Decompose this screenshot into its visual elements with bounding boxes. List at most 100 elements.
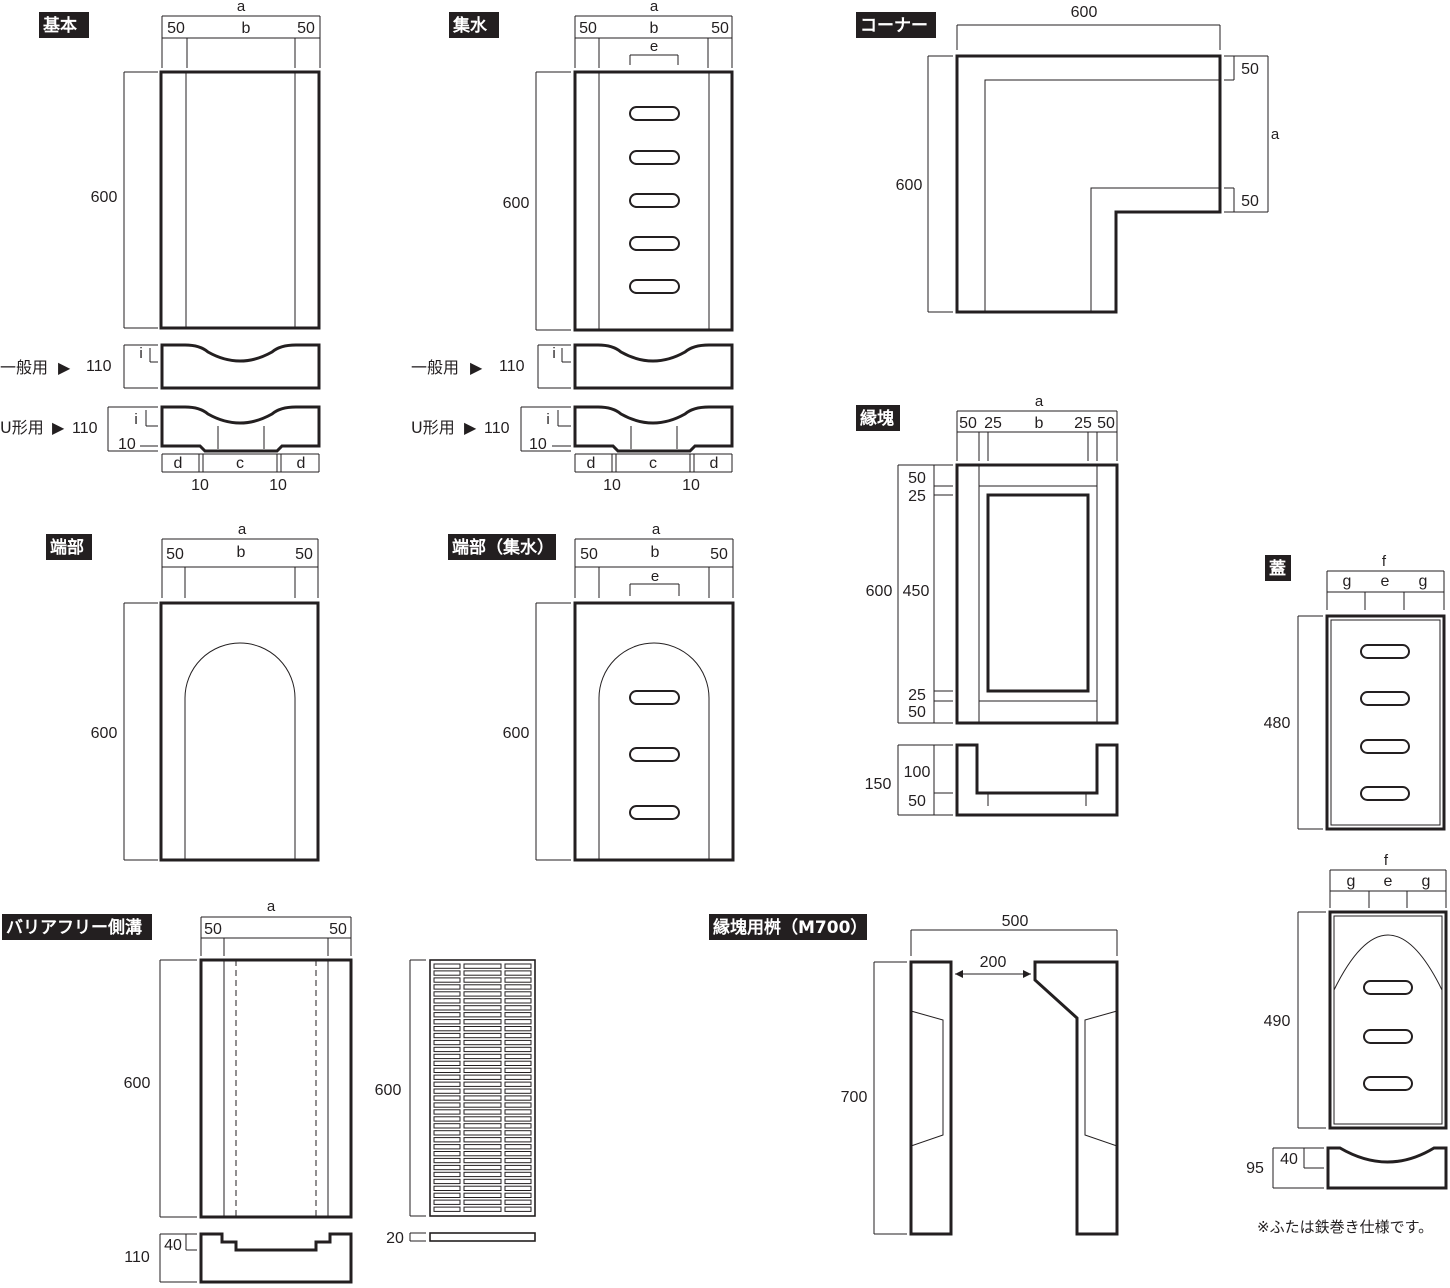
futa-end-dim-e: e	[1384, 873, 1393, 890]
barrier-free-dim-600: 600	[124, 1075, 151, 1092]
futa-slot	[1360, 786, 1410, 801]
grating-bar	[463, 1074, 502, 1080]
enkai-masu-dim-700: 700	[841, 1089, 868, 1106]
grating-bar	[504, 1095, 532, 1101]
grating-bar	[433, 1081, 461, 1087]
kihon-label-bg	[39, 12, 89, 38]
shusui-dim-b: b	[650, 20, 659, 37]
grating-bar	[504, 1192, 532, 1198]
grating-bar	[463, 1185, 502, 1191]
corner-dim-50-bottom: 50	[1241, 193, 1259, 210]
grating-bar	[463, 1199, 502, 1205]
shusui-dim-c: c	[649, 455, 657, 472]
barrier-free-dim-a: a	[267, 898, 276, 915]
tanbu-section: 端部 a 50 b 50 600	[46, 521, 320, 862]
tanbu-dim-a: a	[238, 521, 247, 538]
grating-bar	[433, 1199, 461, 1205]
shusui-plan	[573, 70, 734, 332]
grating-bar	[504, 991, 532, 997]
grating-bar	[504, 1137, 532, 1143]
tanbu-dim-50-left: 50	[166, 546, 184, 563]
grating-bar	[504, 1081, 532, 1087]
grating-bar	[433, 963, 461, 969]
shusui-label: 集水	[452, 15, 488, 36]
grating-bar	[463, 1081, 502, 1087]
futa-dim-480: 480	[1264, 715, 1291, 732]
enkai-masu-left-wall	[909, 960, 953, 1236]
grating-bar	[504, 1032, 532, 1039]
grating-bar	[463, 1157, 502, 1164]
futa-dim-95: 95	[1246, 1160, 1264, 1177]
futa-note: ※ふたは鉄巻き仕様です。	[1257, 1218, 1433, 1236]
grating-bar	[504, 970, 532, 976]
grating-bar	[463, 963, 502, 969]
kihon-dim-10-left: 10	[191, 477, 209, 494]
enkai-dim-450: 450	[903, 583, 930, 600]
kihon-general-label: 一般用	[0, 358, 48, 377]
grating-bar	[504, 1185, 532, 1191]
futa-label: 蓋	[1269, 559, 1286, 579]
futa-dim-490: 490	[1264, 1013, 1291, 1030]
grating-bar	[504, 1012, 532, 1018]
grating-bar	[463, 1005, 502, 1011]
grating-bar	[504, 1157, 532, 1164]
enkai-masu-dim-200: 200	[980, 954, 1007, 971]
tanbu-shusui-dim-50-right: 50	[710, 546, 728, 563]
grating-dim-20: 20	[386, 1230, 404, 1247]
tanbu-shusui-label: 端部（集水）	[452, 537, 554, 558]
kihon-dim-d-left: d	[174, 455, 183, 472]
shusui-general-110: 110	[499, 358, 525, 375]
kihon-label: 基本	[42, 15, 77, 36]
grating-bar	[463, 998, 502, 1004]
grating-plan	[429, 959, 536, 1217]
kihon-dim-d-right: d	[297, 455, 306, 472]
futa-dim-g-left: g	[1343, 573, 1352, 590]
grating-bar	[433, 1019, 461, 1025]
enkai-dim-50-top: 50	[908, 470, 926, 487]
kihon-plan	[159, 70, 321, 330]
corner-plan	[955, 54, 1222, 314]
tanbu-dim-b: b	[237, 544, 246, 561]
grating-bar	[433, 1039, 461, 1046]
grating-bar	[463, 1032, 502, 1039]
grating-bar	[463, 1151, 502, 1157]
grating-bar	[433, 1206, 461, 1212]
barrier-free-dim-50-left: 50	[204, 921, 222, 938]
grating-bar	[504, 1130, 532, 1136]
grating-bar	[463, 1123, 502, 1129]
kihon-u-label: U形用	[0, 418, 44, 437]
grating-bar	[433, 1116, 461, 1122]
enkai-dim-25-right: 25	[1074, 415, 1092, 432]
grating-bar	[463, 1206, 502, 1212]
kihon-u-i: i	[134, 411, 137, 428]
grating-bar	[504, 1005, 532, 1011]
enkai-dim-50-left: 50	[959, 415, 977, 432]
tanbu-shusui-slot	[629, 747, 680, 762]
grating-bar	[504, 1206, 532, 1212]
shusui-general-section	[573, 343, 734, 390]
shusui-slot	[629, 279, 680, 294]
futa-end-slot	[1363, 980, 1413, 995]
grating-bar	[463, 1164, 502, 1171]
grating-bar	[433, 1178, 461, 1185]
enkai-dim-a: a	[1035, 393, 1044, 410]
tanbu-shusui-slot	[629, 690, 680, 705]
grating-bar	[433, 1005, 461, 1011]
grating-bar	[504, 977, 532, 983]
grating-bar	[433, 998, 461, 1004]
tanbu-shusui-dim-a: a	[652, 521, 661, 538]
grating-bar	[463, 1095, 502, 1101]
kihon-dim-50-left: 50	[167, 20, 185, 37]
grating-bar	[463, 1012, 502, 1018]
enkai-dim-600: 600	[866, 583, 893, 600]
futa-plan	[1325, 614, 1446, 831]
shusui-dim-10-left: 10	[603, 477, 621, 494]
grating-bar	[504, 1171, 532, 1178]
shusui-u-110: 110	[484, 420, 510, 437]
enkai-masu-label: 縁塊用桝（M700）	[713, 917, 867, 938]
grating-bar	[463, 1137, 502, 1143]
corner-dim-600-top: 600	[1071, 4, 1098, 21]
shusui-dim-d-left: d	[587, 455, 596, 472]
grating-bar	[433, 991, 461, 997]
grating-bar	[463, 977, 502, 983]
